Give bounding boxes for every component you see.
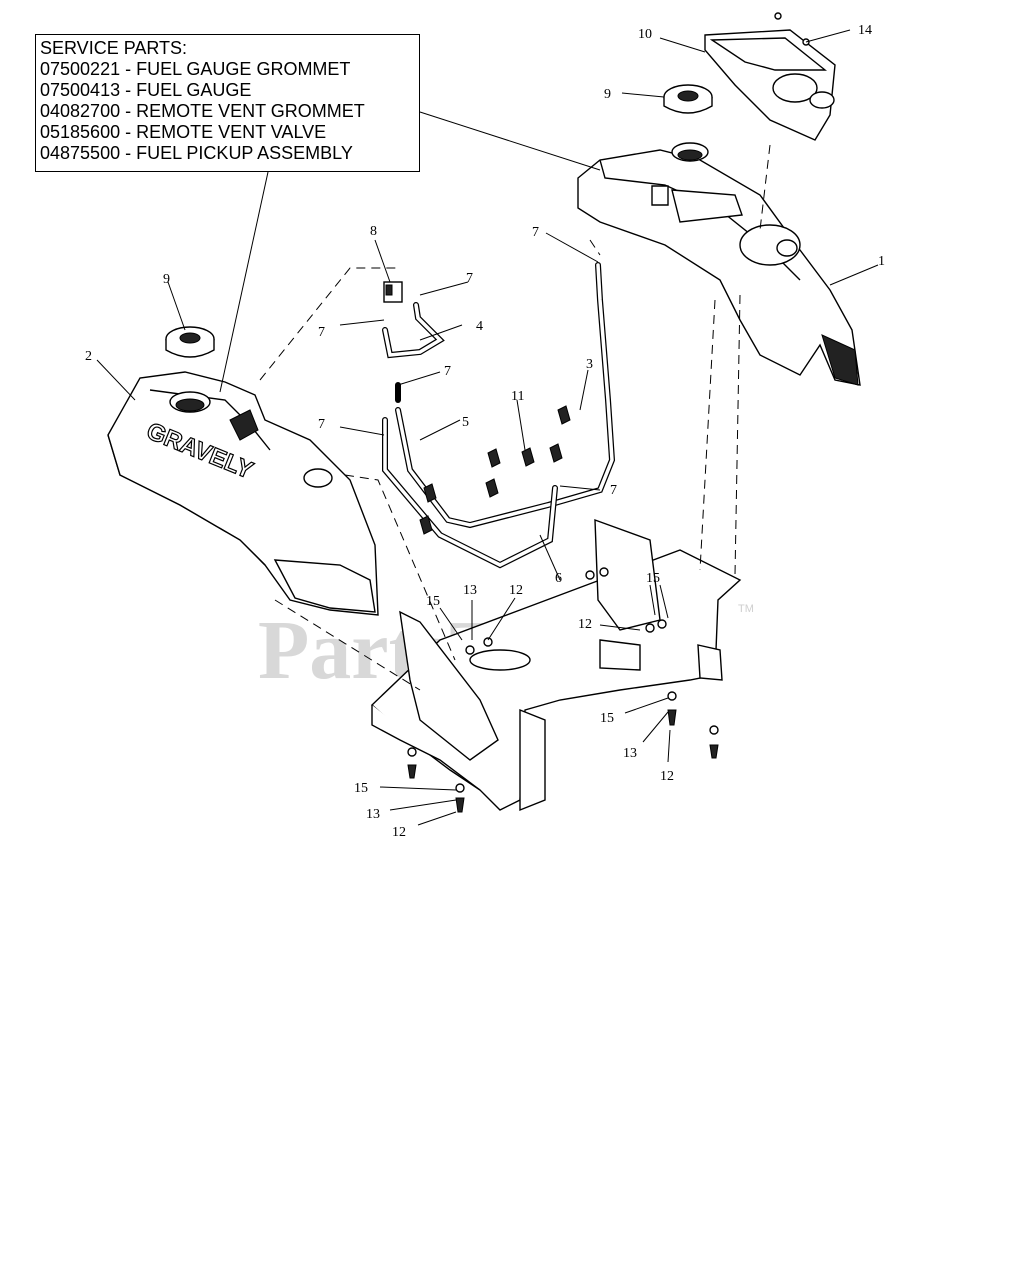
callout-5: 5	[462, 415, 469, 430]
left-fuel-tank: GRAVELY	[107, 371, 379, 616]
service-part-remote-vent-grommet: 04082700 - REMOTE VENT GROMMET	[40, 101, 365, 121]
callout-7b: 7	[466, 271, 473, 286]
callout-2: 2	[85, 349, 92, 364]
callout-numbers: 1 2 3 4 5 6 7 7 7 7 7 7 8 9 9 10 11 12 1…	[85, 23, 885, 840]
callout-7a: 7	[532, 225, 539, 240]
callout-9-right: 9	[604, 87, 611, 102]
callout-7f: 7	[610, 483, 617, 498]
right-fuel-tank	[577, 142, 861, 386]
callout-12c: 12	[660, 769, 674, 784]
callout-9-left: 9	[163, 272, 170, 287]
hose-clips	[419, 405, 571, 535]
service-part-remote-vent-valve: 05185600 - REMOTE VENT VALVE	[40, 122, 327, 142]
callout-13c: 13	[366, 807, 380, 822]
callout-12d: 12	[392, 825, 406, 840]
fuel-hoses	[382, 262, 616, 569]
callout-13b: 13	[623, 746, 637, 761]
callout-1: 1	[878, 254, 885, 269]
callout-4: 4	[476, 319, 483, 334]
watermark-tm: TM	[738, 603, 754, 615]
fuel-cap-right	[663, 84, 713, 114]
fuel-cap-left	[165, 326, 215, 358]
callout-12a: 12	[509, 583, 523, 598]
service-part-fuel-gauge-grommet: 07500221 - FUEL GAUGE GROMMET	[40, 59, 351, 79]
callout-7d: 7	[444, 364, 451, 379]
chassis-frame	[370, 518, 742, 812]
service-part-fuel-gauge: 07500413 - FUEL GAUGE	[40, 80, 252, 100]
callout-15b: 15	[646, 571, 660, 586]
callout-15c: 15	[600, 711, 614, 726]
callout-14: 14	[858, 23, 872, 38]
callout-11: 11	[511, 389, 524, 404]
assembly-lines	[259, 144, 771, 691]
service-part-fuel-pickup-assembly: 04875500 - FUEL PICKUP ASSEMBLY	[40, 143, 353, 163]
leader-lines	[96, 29, 879, 826]
cup-holder-tray	[704, 29, 836, 141]
callout-6: 6	[555, 571, 562, 586]
service-parts-heading: SERVICE PARTS:	[40, 38, 188, 58]
service-parts-box: SERVICE PARTS: 07500221 - FUEL GAUGE GRO…	[35, 34, 420, 172]
callout-13a: 13	[463, 583, 477, 598]
callout-7e: 7	[318, 417, 325, 432]
callout-12b: 12	[578, 617, 592, 632]
callout-8: 8	[370, 224, 377, 239]
callout-15a: 15	[426, 594, 440, 609]
callout-10: 10	[638, 27, 652, 42]
callout-15d: 15	[354, 781, 368, 796]
remote-vent-valve	[383, 281, 403, 303]
callout-3: 3	[586, 357, 593, 372]
callout-7c: 7	[318, 325, 325, 340]
